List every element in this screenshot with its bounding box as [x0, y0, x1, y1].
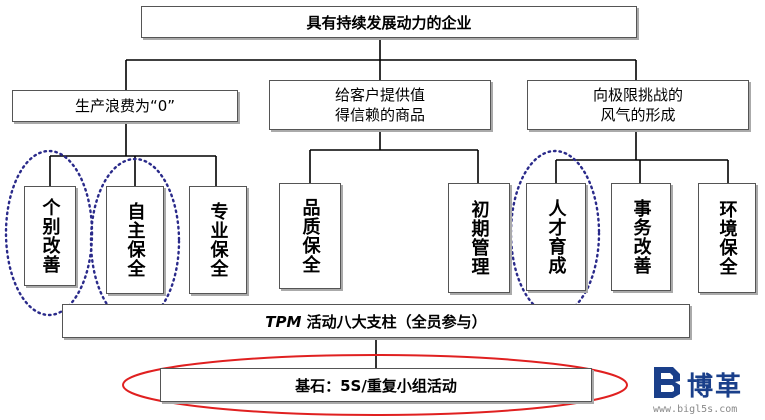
- pillar-label: 环境保全: [716, 200, 738, 276]
- pillar-quality-maintenance: 品质保全: [279, 183, 341, 289]
- pillar-bar: TPM 活动八大支柱（全员参与）: [62, 304, 690, 338]
- pillar-office-improvement: 事务改善: [611, 183, 671, 291]
- pillar-individual-improvement: 个别改善: [24, 186, 76, 286]
- goal-label: 给客户提供值 得信赖的商品: [334, 86, 425, 124]
- pillar-label: 事务改善: [630, 199, 652, 275]
- top-goal-box: 具有持续发展动力的企业: [141, 6, 637, 38]
- foundation-highlight: [122, 354, 628, 416]
- pillar-bar-tpm: TPM: [265, 312, 302, 331]
- pillar-label: 个别改善: [39, 198, 61, 274]
- pillar-bar-text: 活动八大支柱（全员参与）: [301, 312, 487, 331]
- pillar-label: 人才育成: [545, 199, 567, 275]
- goal-label: 向极限挑战的 风气的形成: [592, 86, 683, 124]
- goal-label: 生产浪费为“0”: [74, 97, 176, 115]
- brand-name: 博革: [687, 372, 744, 402]
- pillar-planned-maintenance: 专业保全: [189, 186, 247, 294]
- pillar-label: 自主保全: [124, 202, 146, 278]
- foundation-box: 基石：5S/重复小组活动: [160, 368, 592, 402]
- goal-challenge-culture: 向极限挑战的 风气的形成: [527, 80, 749, 130]
- pillar-environment-maintenance: 环境保全: [698, 183, 756, 293]
- pillar-label: 专业保全: [207, 202, 229, 278]
- foundation-label: 基石：5S/重复小组活动: [295, 376, 457, 395]
- pillar-label: 品质保全: [299, 198, 321, 274]
- pillar-training: 人才育成: [526, 183, 586, 291]
- pillar-label: 初期管理: [468, 200, 490, 276]
- pillar-early-management: 初期管理: [448, 183, 510, 293]
- brand-logo-icon: [654, 367, 680, 398]
- top-goal-title: 具有持续发展动力的企业: [306, 13, 472, 32]
- pillar-bar-label: TPM 活动八大支柱（全员参与）: [265, 311, 486, 332]
- pillar-autonomous-maintenance: 自主保全: [106, 186, 164, 294]
- brand-url: www.bigl5s.com: [653, 404, 738, 415]
- goal-customer-trust: 给客户提供值 得信赖的商品: [269, 80, 491, 130]
- goal-zero-loss: 生产浪费为“0”: [12, 90, 238, 122]
- brand-watermark: 博革 www.bigl5s.com: [651, 362, 761, 420]
